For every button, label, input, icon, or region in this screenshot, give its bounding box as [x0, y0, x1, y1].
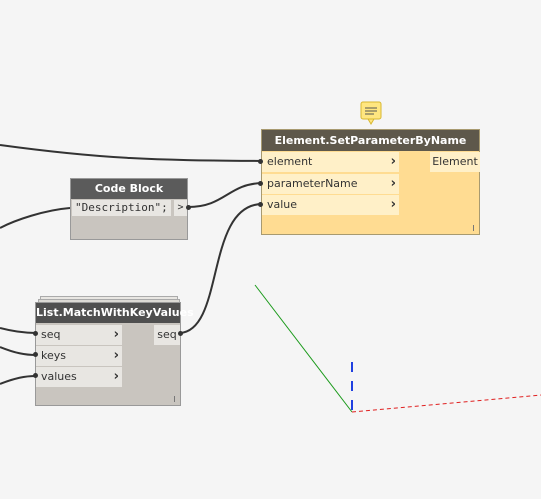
connector-dot-keys-in	[33, 352, 38, 357]
match-node-stack-shadow-2	[40, 296, 178, 301]
connector-dot-codeblock-out	[186, 205, 191, 210]
set-parameter-by-name-node[interactable]: Element.SetParameterByName element › par…	[261, 129, 480, 235]
input-port-parametername[interactable]: parameterName ›	[262, 174, 399, 194]
wire-into-seq[interactable]	[0, 327, 37, 334]
connector-dot-seq-out	[178, 331, 183, 336]
wire-codeblock-to-parametername[interactable]	[187, 182, 263, 208]
code-block-node[interactable]: Code Block "Description"; >	[70, 178, 188, 240]
chevron-right-icon: ›	[390, 154, 396, 169]
port-label: value	[267, 198, 298, 211]
port-label: values	[41, 370, 77, 383]
output-port-seq[interactable]: seq	[154, 325, 180, 345]
code-editor[interactable]: "Description";	[72, 200, 171, 216]
input-port-seq[interactable]: seq ›	[36, 325, 122, 345]
connector-dot-seq-in	[33, 331, 38, 336]
input-port-values[interactable]: values ›	[36, 367, 122, 387]
port-label: element	[267, 155, 313, 168]
connector-dot-values-in	[33, 373, 38, 378]
connector-dot-element	[258, 159, 263, 164]
resize-grip[interactable]	[174, 396, 175, 402]
node-title: List.MatchWithKeyValues	[36, 303, 194, 323]
input-port-value[interactable]: value ›	[262, 195, 399, 215]
port-label: seq	[157, 328, 177, 341]
input-port-keys[interactable]: keys ›	[36, 346, 122, 366]
chevron-right-icon: ›	[113, 369, 119, 384]
wire-into-element[interactable]	[0, 144, 263, 162]
output-port-element[interactable]: Element	[430, 152, 480, 172]
chevron-right-icon: ›	[113, 348, 119, 363]
list-match-with-key-values-node[interactable]: List.MatchWithKeyValues seq › keys › val…	[35, 302, 194, 406]
chevron-right-icon: ›	[390, 176, 396, 191]
port-label: Element	[432, 155, 478, 168]
wire-into-values[interactable]	[0, 375, 37, 385]
port-label: parameterName	[267, 177, 358, 190]
output-port-code[interactable]: >	[174, 200, 187, 216]
connector-dot-value	[258, 202, 263, 207]
y-axis-line	[254, 284, 353, 413]
input-port-element[interactable]: element ›	[262, 152, 399, 172]
node-title: Code Block	[71, 179, 187, 199]
resize-grip[interactable]	[473, 225, 474, 231]
port-label: seq	[41, 328, 61, 341]
port-label: keys	[41, 349, 66, 362]
wire-into-keys[interactable]	[0, 346, 37, 356]
wire-seq-to-value[interactable]	[179, 203, 263, 334]
match-node-stack-shadow-1	[38, 299, 180, 304]
connector-dot-parametername	[258, 181, 263, 186]
note-icon[interactable]	[360, 101, 382, 125]
code-text: "Description";	[75, 201, 168, 214]
chevron-right-icon: ›	[113, 327, 119, 342]
wire-into-codeblock[interactable]	[0, 207, 71, 229]
output-glyph: >	[177, 202, 184, 213]
node-title: Element.SetParameterByName	[262, 130, 479, 151]
chevron-right-icon: ›	[390, 197, 396, 212]
x-axis-line	[351, 394, 541, 413]
